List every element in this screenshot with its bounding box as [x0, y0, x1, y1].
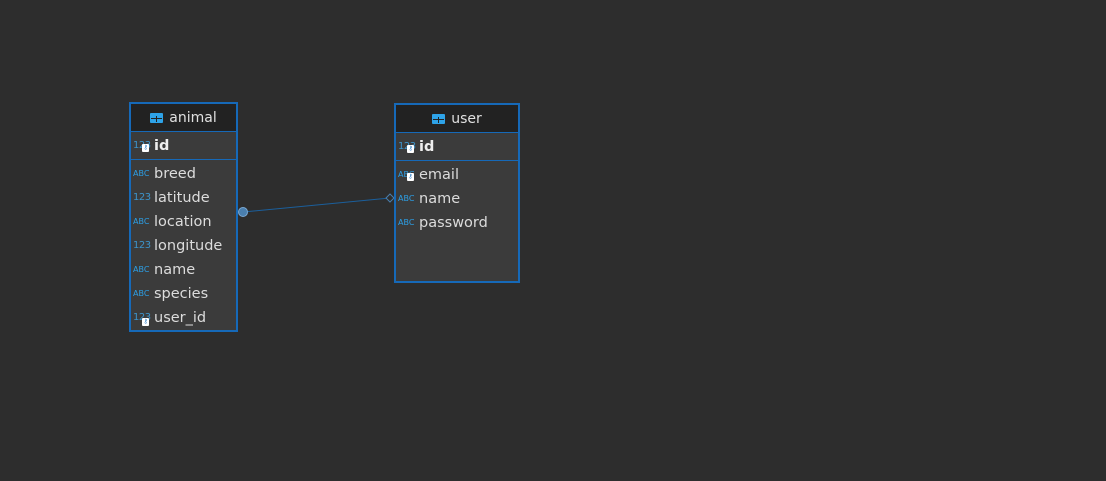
text-type-icon: ABC: [133, 169, 150, 178]
numeric-type-icon: 123 ⚷: [133, 140, 151, 152]
column-row[interactable]: 123 ⚷ user_id: [131, 306, 236, 330]
entity-animal-header[interactable]: animal: [131, 104, 236, 132]
type-label: ABC: [398, 170, 414, 179]
text-type-icon: ABC: [398, 218, 415, 227]
entity-animal-pk-section: 123 ⚷ id: [131, 132, 236, 160]
text-type-icon: ABC: [133, 265, 150, 274]
relationship-circle-end: [238, 207, 248, 217]
table-icon: [432, 113, 446, 124]
column-row[interactable]: ABC name: [396, 187, 518, 211]
column-row[interactable]: ABC location: [131, 210, 236, 234]
text-type-icon: ABC: [133, 289, 150, 298]
numeric-type-icon: 123: [133, 240, 151, 251]
entity-user-header[interactable]: user: [396, 105, 518, 133]
entity-user[interactable]: user 123 ⚷ id ABC ⚷ email ABC name ABC p…: [394, 103, 520, 283]
column-id[interactable]: id: [154, 137, 170, 154]
column-user-id[interactable]: user_id: [154, 310, 207, 326]
text-type-icon: ABC: [133, 217, 150, 226]
column-password[interactable]: password: [419, 215, 488, 231]
column-row[interactable]: ABC breed: [131, 162, 236, 186]
column-name[interactable]: name: [154, 262, 196, 278]
column-row[interactable]: 123 latitude: [131, 186, 236, 210]
entity-animal-title: animal: [169, 109, 217, 126]
relationship-diamond-end: [385, 193, 395, 203]
column-row[interactable]: ABC species: [131, 282, 236, 306]
numeric-type-icon: 123 ⚷: [133, 312, 151, 326]
key-icon: ⚷: [142, 143, 149, 152]
column-name[interactable]: name: [419, 191, 461, 207]
column-row[interactable]: 123 longitude: [131, 234, 236, 258]
unique-key-icon: ⚷: [407, 173, 414, 181]
column-longitude[interactable]: longitude: [154, 238, 223, 254]
text-type-icon: ABC: [398, 194, 415, 203]
numeric-type-icon: 123 ⚷: [398, 141, 416, 153]
table-icon: [150, 112, 164, 123]
type-label: 123: [133, 312, 151, 323]
entity-user-pk-section: 123 ⚷ id: [396, 133, 518, 161]
text-type-icon: ABC ⚷: [398, 170, 416, 181]
relationship-line[interactable]: [242, 197, 391, 213]
numeric-type-icon: 123: [133, 192, 151, 203]
column-row[interactable]: ABC password: [396, 211, 518, 235]
column-latitude[interactable]: latitude: [154, 190, 210, 206]
column-id[interactable]: id: [419, 138, 435, 155]
key-icon: ⚷: [407, 144, 414, 153]
column-species[interactable]: species: [154, 286, 209, 302]
column-location[interactable]: location: [154, 214, 212, 230]
column-email[interactable]: email: [419, 167, 459, 183]
column-row[interactable]: ABC ⚷ email: [396, 163, 518, 187]
entity-user-title: user: [451, 110, 482, 127]
column-breed[interactable]: breed: [154, 166, 196, 182]
column-row[interactable]: ABC name: [131, 258, 236, 282]
foreign-key-icon: ⚷: [142, 318, 149, 326]
entity-animal[interactable]: animal 123 ⚷ id ABC breed 123 latitude A…: [129, 102, 238, 332]
